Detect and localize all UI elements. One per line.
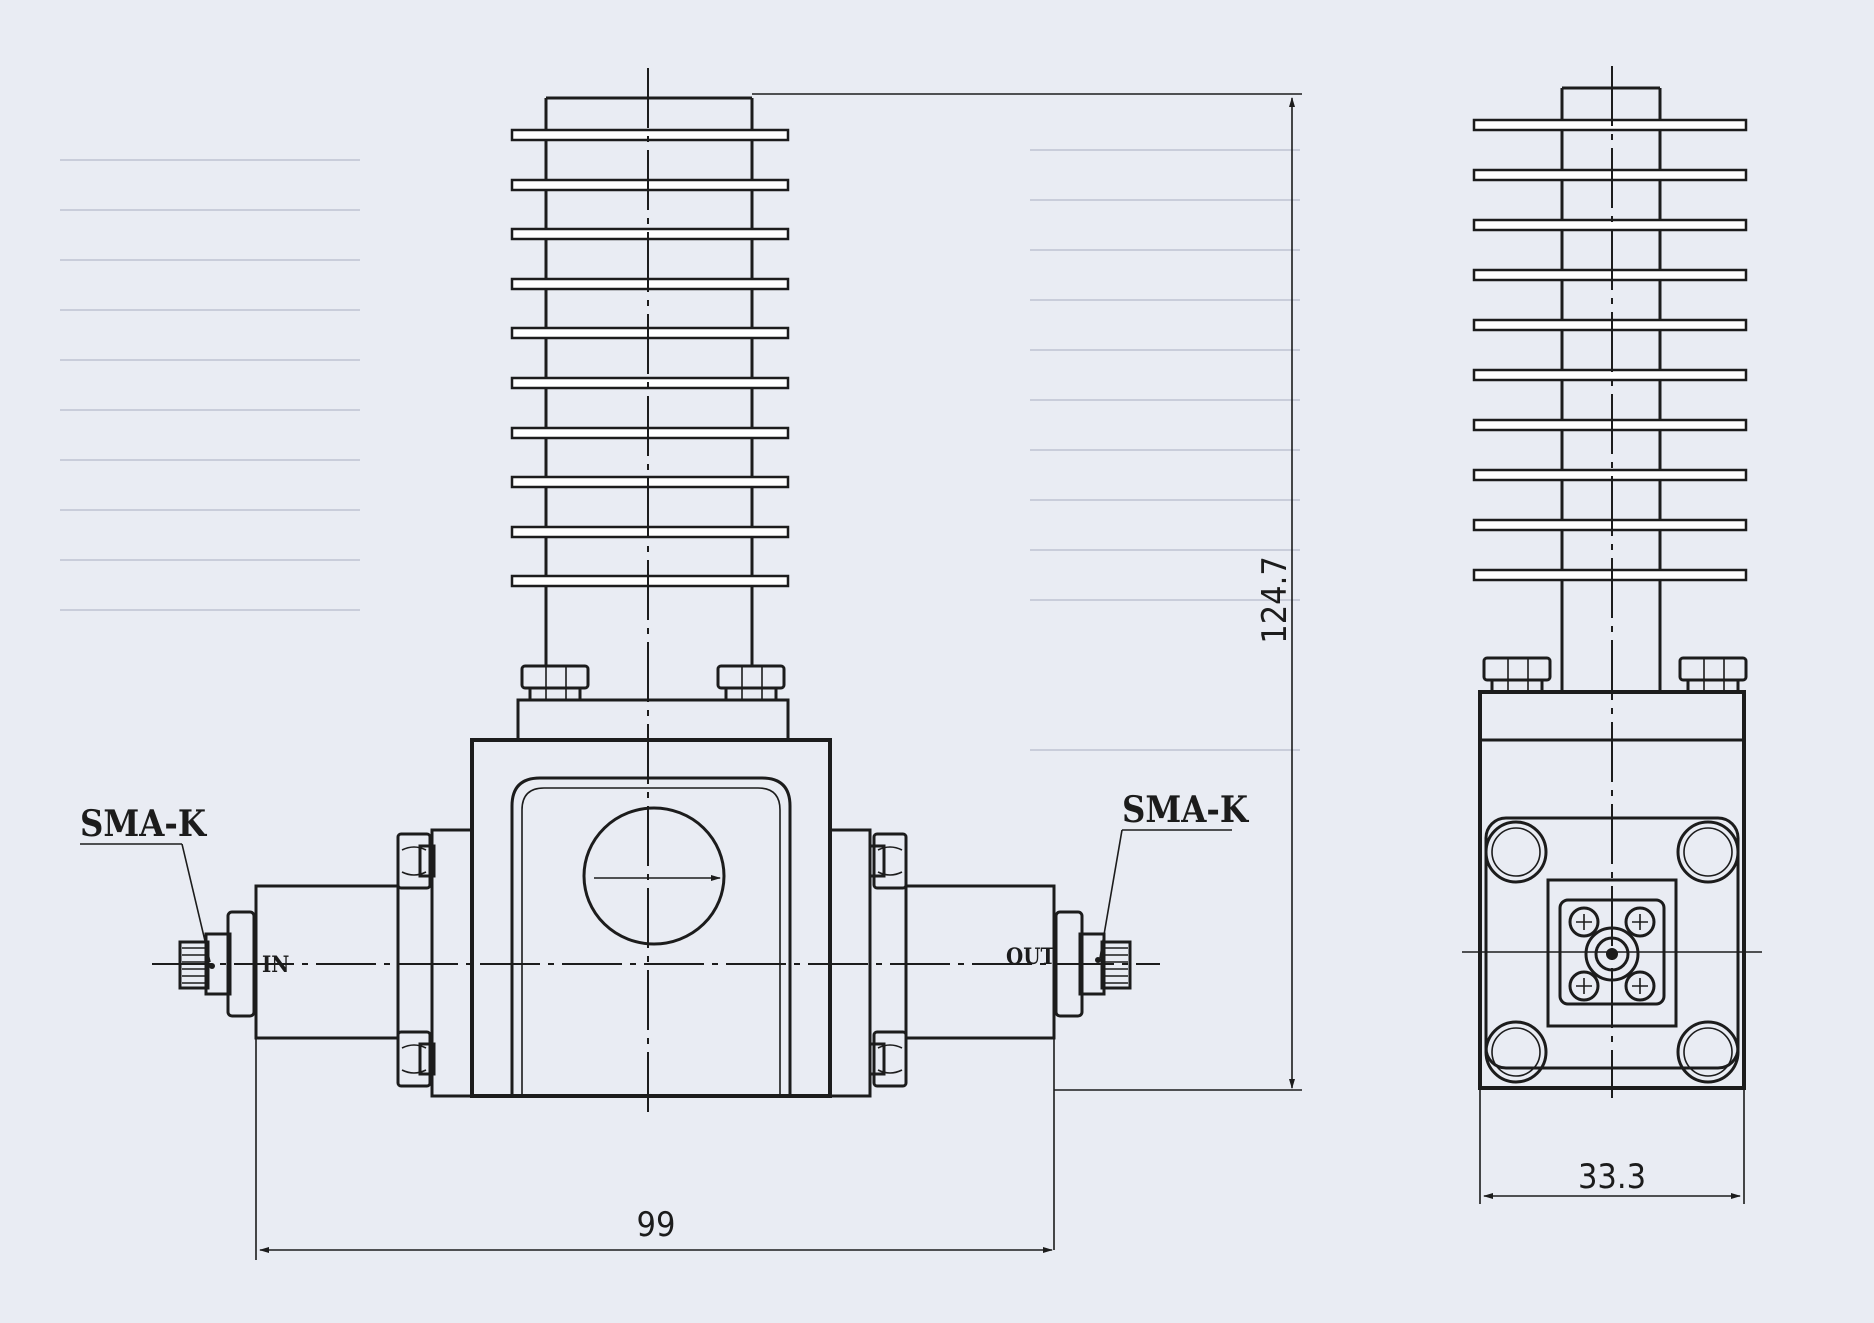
front-bolt-upper-left — [396, 832, 436, 890]
side-top-nut-left — [1482, 656, 1552, 694]
side-heatsink-fins — [1472, 118, 1748, 582]
dimension-width: 99 — [255, 1038, 1055, 1260]
scan-background — [60, 149, 1300, 751]
front-main-body — [470, 738, 832, 1098]
dimension-side-width: 33.3 — [1479, 1088, 1745, 1204]
connector-callout-right: SMA-K — [1099, 789, 1250, 959]
front-heatsink — [510, 96, 790, 666]
port-in-label: IN — [262, 952, 289, 978]
connector-label-right: SMA-K — [1122, 789, 1250, 831]
connector-label-left: SMA-K — [80, 803, 208, 845]
dimension-side-width-value: 33.3 — [1578, 1157, 1646, 1197]
front-bolt-lower-left — [396, 1030, 436, 1088]
front-bore — [582, 806, 726, 946]
port-out-label: OUT — [1006, 944, 1056, 970]
input-housing — [254, 884, 400, 1040]
side-heatsink — [1472, 86, 1748, 690]
output-housing — [904, 884, 1056, 1040]
front-bolt-lower-right — [868, 1030, 908, 1088]
front-mounting-plate — [516, 698, 790, 742]
dimension-height-value: 124.7 — [1255, 556, 1295, 644]
front-view: IN OUT — [152, 68, 1160, 1120]
front-heatsink-fins — [510, 128, 790, 588]
front-top-nut-right — [716, 664, 786, 702]
front-bolt-upper-right — [868, 832, 908, 890]
dimension-width-value: 99 — [637, 1205, 676, 1245]
side-corner-bolts — [1484, 820, 1740, 1084]
side-top-nut-right — [1678, 656, 1748, 694]
side-view — [1462, 66, 1762, 1098]
dimension-height: 124.7 — [752, 93, 1302, 1091]
connector-callout-left: SMA-K — [80, 803, 211, 963]
front-top-nut-left — [520, 664, 590, 702]
